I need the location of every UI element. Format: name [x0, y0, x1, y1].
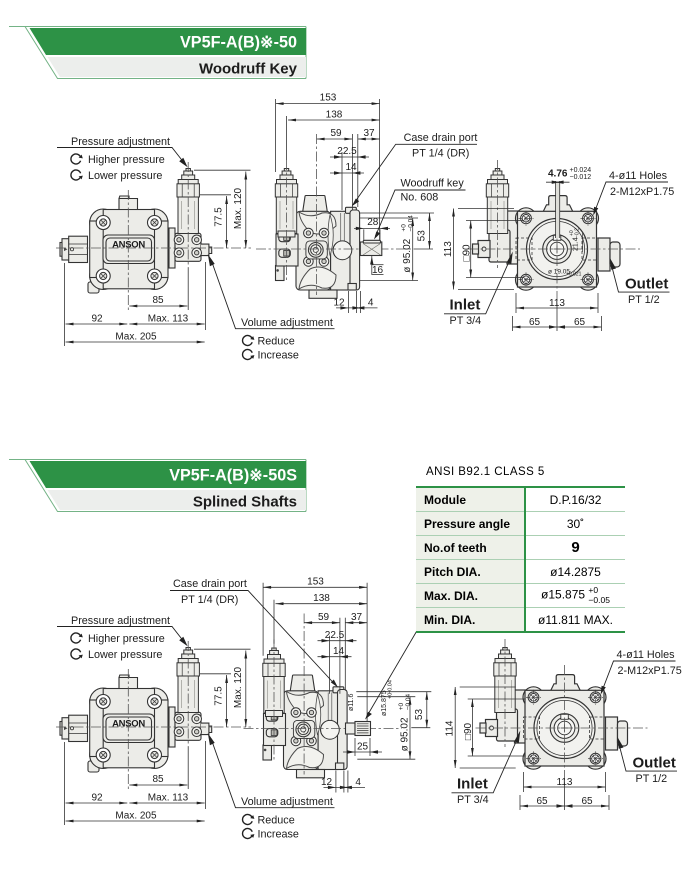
- svg-text:−0.021: −0.021: [566, 272, 582, 278]
- svg-text:ø 19.05: ø 19.05: [548, 269, 570, 276]
- svg-text:Woodruff Key: Woodruff Key: [199, 61, 298, 78]
- svg-text:113: 113: [443, 241, 454, 257]
- svg-text:PT 1/4 (DR): PT 1/4 (DR): [181, 594, 238, 606]
- svg-text:VP5F-A(B)※-50: VP5F-A(B)※-50: [180, 34, 297, 52]
- svg-text:Case drain port: Case drain port: [404, 132, 478, 144]
- svg-text:21.4: 21.4: [573, 237, 580, 251]
- svg-text:16: 16: [372, 265, 384, 276]
- svg-text:Woodruff key: Woodruff key: [401, 178, 465, 190]
- svg-text:25: 25: [357, 742, 369, 753]
- svg-text:−0.2: −0.2: [575, 228, 581, 238]
- svg-text:−0.012: −0.012: [570, 174, 592, 181]
- svg-text:No. 608: No. 608: [401, 192, 439, 204]
- svg-text:−0.04: −0.04: [388, 680, 394, 694]
- svg-text:Case drain port: Case drain port: [173, 578, 247, 590]
- svg-text:Splined Shafts: Splined Shafts: [193, 494, 297, 511]
- svg-text:+0.024: +0.024: [570, 167, 592, 174]
- svg-text:4.76: 4.76: [548, 169, 568, 180]
- svg-text:114: 114: [445, 720, 456, 736]
- svg-text:ø11.6: ø11.6: [348, 694, 355, 711]
- svg-text:VP5F-A(B)※-50S: VP5F-A(B)※-50S: [169, 467, 297, 485]
- svg-text:PT 1/4 (DR): PT 1/4 (DR): [412, 147, 469, 159]
- svg-text:+0: +0: [388, 693, 394, 699]
- svg-text:ø15.875: ø15.875: [381, 690, 388, 716]
- svg-text:+0: +0: [569, 230, 575, 236]
- svg-text:28: 28: [367, 217, 379, 228]
